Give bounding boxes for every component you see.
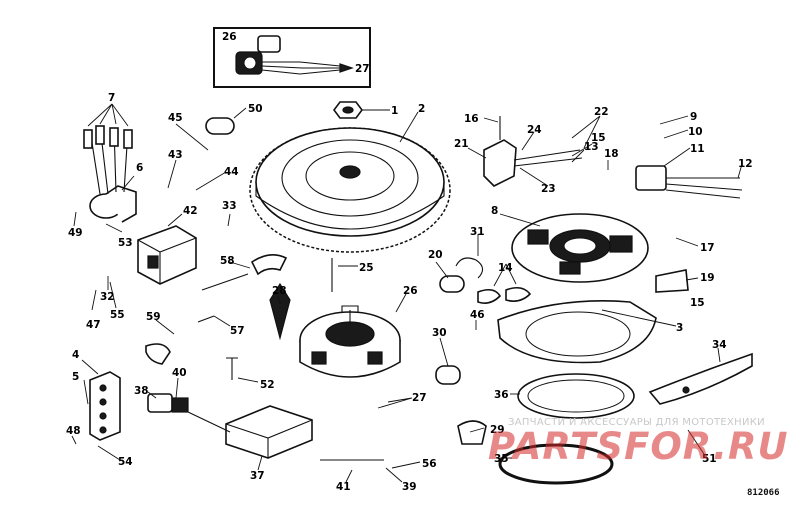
callout-37: 37 (250, 470, 265, 482)
callout-4: 4 (72, 349, 79, 361)
callout-23: 23 (541, 183, 556, 195)
bearing-ring (517, 373, 635, 419)
switch-assembly (83, 125, 137, 223)
callout-30: 30 (432, 327, 447, 339)
callout-22: 22 (594, 106, 609, 118)
callout-8: 8 (491, 205, 498, 217)
callout-15: 15 (591, 132, 606, 144)
callout-11: 11 (690, 143, 705, 155)
o-ring (498, 443, 614, 485)
callout-59: 59 (146, 311, 161, 323)
callout-13: 13 (584, 141, 599, 153)
flywheel (249, 127, 451, 253)
callout-26b: 26 (222, 31, 237, 43)
callout-26: 26 (403, 285, 418, 297)
callout-35: 35 (494, 453, 509, 465)
callout-51: 51 (702, 453, 717, 465)
watermark-tagline: ЗАПЧАСТИ И АКСЕССУАРЫ ДЛЯ МОТОТЕХНИКИ (508, 417, 765, 428)
callout-43: 43 (168, 149, 183, 161)
callout-29: 29 (490, 424, 505, 436)
callout-41: 41 (336, 481, 351, 493)
callout-27b: 27 (355, 63, 370, 75)
callout-36: 36 (494, 389, 509, 401)
callout-50: 50 (248, 103, 263, 115)
callout-44: 44 (224, 166, 239, 178)
callout-7: 7 (108, 92, 115, 104)
callout-14: 14 (498, 262, 513, 274)
callout-24: 24 (527, 124, 542, 136)
flywheel-nut (333, 101, 363, 119)
callout-9: 9 (690, 111, 697, 123)
callout-6: 6 (136, 162, 143, 174)
callout-40: 40 (172, 367, 187, 379)
callout-33: 33 (222, 200, 237, 212)
callout-39: 39 (402, 481, 417, 493)
callout-28: 28 (272, 285, 287, 297)
callout-3: 3 (676, 322, 683, 334)
callout-17: 17 (700, 242, 715, 254)
callout-42: 42 (183, 205, 198, 217)
ignition-coil (137, 225, 197, 285)
callout-56: 56 (422, 458, 437, 470)
callout-49: 49 (68, 227, 83, 239)
callout-25: 25 (359, 262, 374, 274)
callout-53: 53 (118, 237, 133, 249)
callout-1: 1 (391, 105, 398, 117)
leader-lines (71, 103, 743, 483)
trigger-bracket (483, 139, 583, 187)
callout-31: 31 (470, 226, 485, 238)
callout-34: 34 (712, 339, 727, 351)
callout-19: 19 (700, 272, 715, 284)
catalog-code: 812066 (747, 488, 780, 498)
timer-cover (648, 352, 753, 405)
callout-10: 10 (688, 126, 703, 138)
callout-48: 48 (66, 425, 81, 437)
callout-27: 27 (412, 392, 427, 404)
callout-12: 12 (738, 158, 753, 170)
callout-18: 18 (604, 148, 619, 160)
callout-46: 46 (470, 309, 485, 321)
callout-54: 54 (118, 456, 133, 468)
small-parts (145, 116, 689, 461)
armature-plate (511, 213, 649, 283)
callout-38: 38 (134, 385, 149, 397)
callout-47: 47 (86, 319, 101, 331)
callout-5: 5 (72, 371, 79, 383)
power-pack (225, 405, 313, 459)
callout-20: 20 (428, 249, 443, 261)
callout-21: 21 (454, 138, 469, 150)
callout-58: 58 (220, 255, 235, 267)
watermark-logo: PARTSFOR.RU (488, 425, 789, 468)
terminal-block (89, 371, 121, 441)
retainer-ring (497, 300, 657, 364)
callout-32: 32 (100, 291, 115, 303)
callout-45: 45 (168, 112, 183, 124)
stator (299, 305, 401, 378)
inset-box (213, 27, 371, 88)
callout-57: 57 (230, 325, 245, 337)
callout-16: 16 (464, 113, 479, 125)
sensor (635, 165, 743, 199)
callout-15b: 15 (690, 297, 705, 309)
callout-52: 52 (260, 379, 275, 391)
callout-2: 2 (418, 103, 425, 115)
callout-55: 55 (110, 309, 125, 321)
callout-labels: 1 2 3 4 5 6 7 8 9 10 11 12 13 14 15 16 1… (66, 31, 753, 493)
